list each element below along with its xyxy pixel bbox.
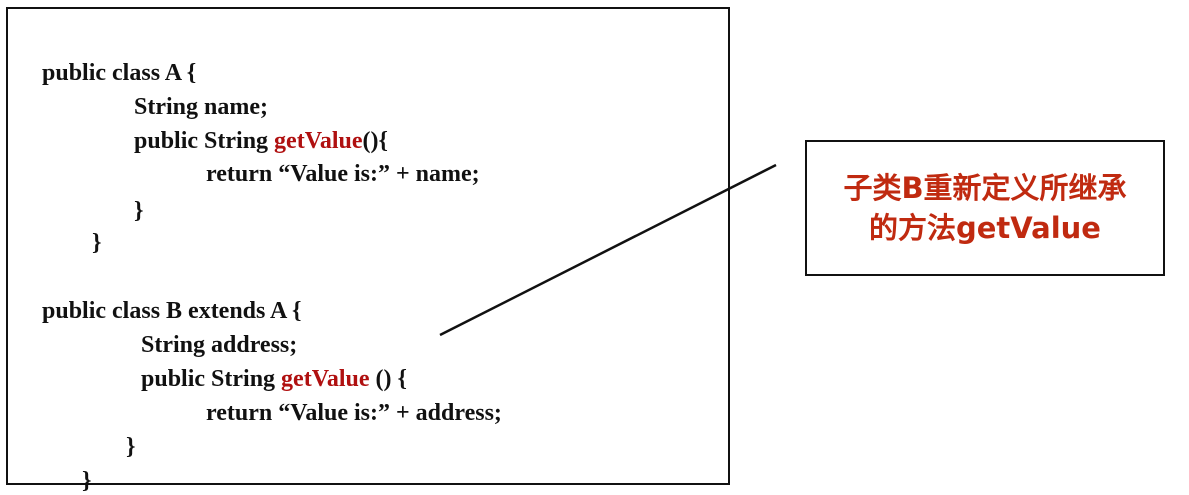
code-line-close-class-b: } bbox=[70, 439, 91, 495]
code-text: return “Value is:” + name; bbox=[206, 161, 480, 187]
code-line-return-address: return “Value is:” + address; bbox=[194, 371, 502, 427]
method-name-highlight: getValue bbox=[281, 366, 370, 392]
code-text: public String bbox=[141, 366, 282, 392]
code-line-close-class-a: } bbox=[80, 201, 101, 257]
code-line-return-name: return “Value is:” + name; bbox=[194, 132, 480, 188]
code-line-close-method-a: } bbox=[122, 169, 143, 225]
code-text: } bbox=[92, 230, 102, 256]
code-text: () { bbox=[369, 366, 407, 392]
callout-text-line-2: 的方法getValue bbox=[869, 211, 1101, 245]
code-text: public String bbox=[134, 128, 275, 154]
callout-box: 子类B重新定义所继承 的方法getValue bbox=[805, 140, 1165, 276]
code-line-field-address: String address; bbox=[129, 303, 297, 359]
code-text: public class A { bbox=[42, 60, 197, 86]
code-text: public class B extends A { bbox=[42, 298, 302, 324]
code-text: String address; bbox=[141, 332, 298, 358]
code-line-method-b: public String getValue () { bbox=[129, 337, 407, 393]
code-text: String name; bbox=[134, 94, 268, 120]
code-line-close-method-b: } bbox=[114, 405, 135, 461]
code-line-method-a: public String getValue(){ bbox=[122, 99, 388, 155]
code-text: (){ bbox=[362, 128, 388, 154]
callout-text-line-1: 子类B重新定义所继承 bbox=[843, 171, 1127, 205]
code-line-class-a: public class A { bbox=[30, 31, 196, 87]
code-line-field-name: String name; bbox=[122, 65, 268, 121]
code-text: return “Value is:” + address; bbox=[206, 400, 502, 426]
code-text: } bbox=[134, 198, 144, 224]
method-name-highlight: getValue bbox=[274, 128, 363, 154]
code-text: } bbox=[126, 434, 136, 460]
code-line-class-b: public class B extends A { bbox=[30, 269, 302, 325]
code-text: } bbox=[82, 468, 92, 494]
